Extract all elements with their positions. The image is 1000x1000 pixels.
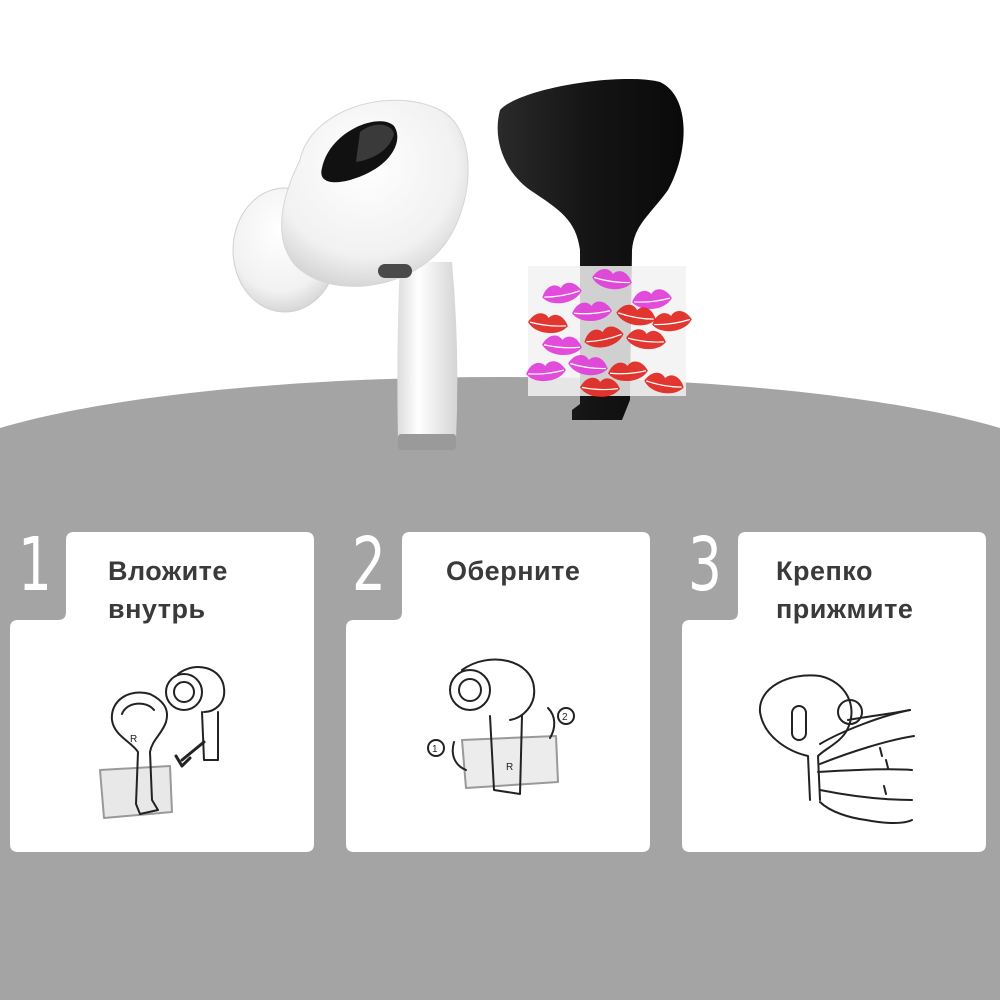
lip-print — [542, 335, 582, 355]
lip-print-line — [544, 290, 580, 298]
lip-print-line — [609, 370, 647, 375]
step-1-r-mark: R — [130, 734, 137, 745]
wrap-earbud-icon: R 1 2 — [427, 658, 575, 795]
lip-print-line — [634, 297, 671, 303]
lip-print-line — [654, 318, 691, 326]
black-earbud-skin — [497, 78, 684, 420]
insert-earbud-icon: R — [99, 665, 226, 819]
lip-print — [542, 282, 582, 304]
step-number-2: 2 — [352, 522, 386, 608]
lips-sticker — [526, 266, 692, 397]
lip-print-line — [646, 380, 682, 388]
step-2-marker-2-label: 2 — [562, 712, 568, 723]
lip-print-line — [529, 321, 566, 327]
lip-print — [584, 326, 624, 348]
step-2-marker-1-label: 1 — [432, 744, 438, 755]
lip-print-line — [528, 369, 565, 375]
lip-print — [568, 355, 608, 376]
lip-print-line — [569, 362, 606, 370]
stem-metal-tip — [398, 434, 456, 450]
press-earbud-icon — [758, 674, 915, 824]
lip-print-line — [573, 310, 611, 315]
step-card-3 — [682, 532, 986, 852]
step-2-title: Оберните — [446, 556, 581, 586]
lip-print — [580, 377, 620, 397]
step-number-1: 1 — [18, 522, 52, 608]
lip-print-line — [627, 337, 664, 343]
lip-print-line — [543, 344, 581, 349]
step-number-3: 3 — [688, 522, 722, 608]
lip-print — [652, 311, 692, 332]
lip-print-line — [586, 333, 622, 343]
step-3-title: Крепко прижмите — [776, 556, 914, 624]
lip-print — [592, 269, 632, 290]
lip-print — [616, 304, 656, 326]
lip-print-line — [593, 276, 630, 284]
lip-print — [644, 372, 684, 394]
lip-print — [572, 301, 612, 321]
lip-print — [632, 289, 672, 310]
white-earbud — [232, 99, 469, 450]
step-2-marker-2 — [557, 707, 575, 725]
lip-print-line — [581, 386, 619, 391]
step-1-title: Вложите внутрь — [108, 556, 228, 624]
lip-print — [608, 361, 648, 381]
sensor-slot — [378, 264, 412, 278]
step-2-marker-1 — [427, 739, 445, 757]
step-card-2 — [346, 532, 650, 852]
lip-print — [626, 329, 666, 350]
step-2-r-mark: R — [506, 762, 513, 773]
step-card-1 — [10, 532, 314, 852]
lip-print-line — [618, 312, 654, 320]
lip-print — [526, 361, 566, 382]
lip-print — [528, 313, 568, 334]
